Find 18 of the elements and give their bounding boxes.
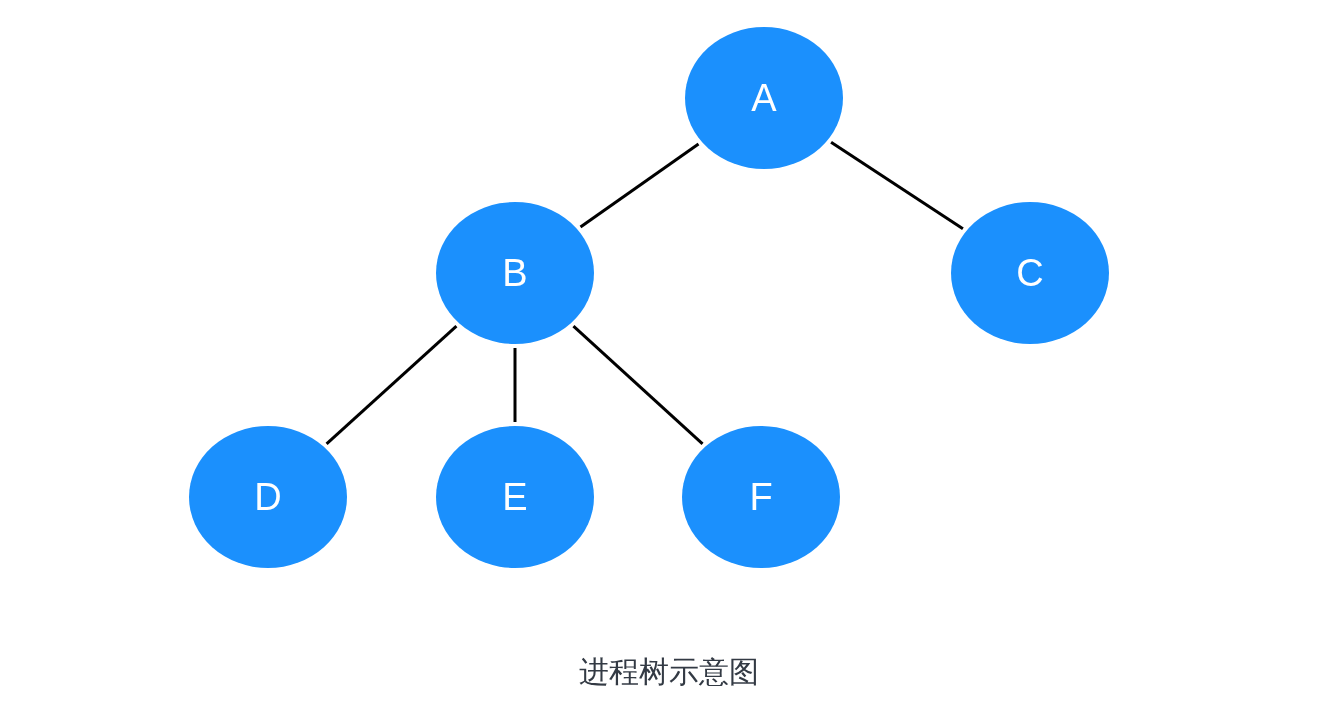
tree-node-ellipse [436, 202, 594, 344]
node-letter: B [502, 254, 528, 292]
node-letter: D [254, 478, 282, 516]
connector-line [830, 140, 964, 231]
node-letter: A [751, 79, 777, 117]
caption: 进程树示意图 [579, 654, 759, 689]
tree-node-ellipse [685, 27, 843, 169]
tree-node-ellipse [436, 426, 594, 568]
connector-line [513, 348, 517, 422]
tree-node-ellipse [682, 426, 840, 568]
tree-node-ellipse [951, 202, 1109, 344]
node-letter: E [502, 478, 528, 516]
connector-line [579, 142, 700, 229]
connector-line [325, 325, 458, 445]
node-letter: F [749, 478, 773, 516]
tree-node-ellipse [189, 426, 347, 568]
connector-line [572, 325, 704, 445]
node-letter: C [1016, 254, 1044, 292]
